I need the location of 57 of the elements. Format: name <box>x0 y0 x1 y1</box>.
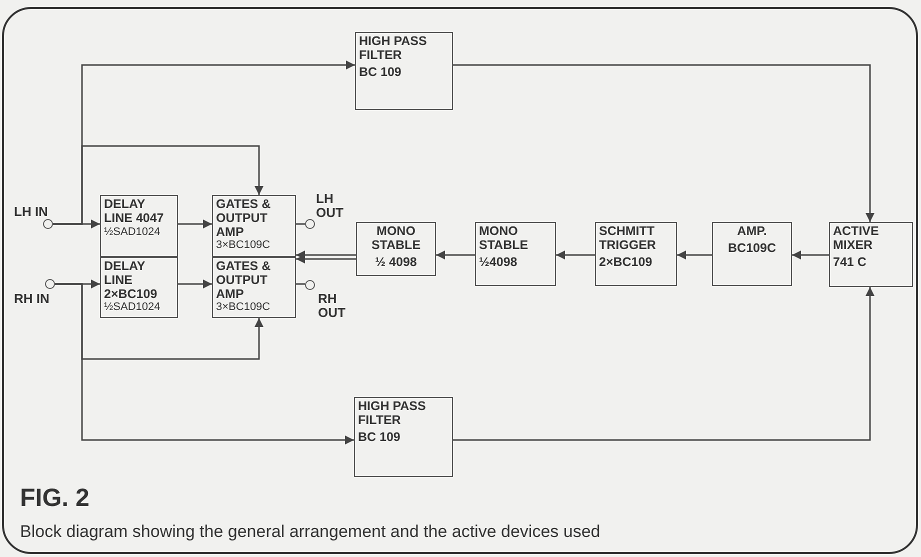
device-label: ½ 4098 <box>374 256 418 270</box>
block-box <box>475 222 556 286</box>
arrow <box>178 280 212 288</box>
arrow <box>677 250 712 260</box>
block-label: HIGH PASS FILTER <box>359 35 428 62</box>
arrow <box>453 64 874 222</box>
terminal-circle <box>305 280 315 290</box>
block-box <box>595 222 677 286</box>
block-box <box>212 195 296 257</box>
terminal-circle <box>43 219 53 229</box>
figure-caption: Block diagram showing the general arrangement and the active devices used <box>20 522 600 542</box>
block-label: DELAY LINE 2×BC109 <box>104 260 158 302</box>
arrow <box>55 283 354 444</box>
terminal-label: LH IN <box>14 205 49 219</box>
block-box <box>356 222 436 276</box>
device-label: ½4098 <box>479 256 518 270</box>
device-label: BC109C <box>727 242 777 256</box>
figure-title: FIG. 2 <box>20 484 90 513</box>
block-box <box>212 257 296 318</box>
block-box <box>354 397 453 477</box>
device-label: BC 109 <box>359 66 402 80</box>
connector-line <box>296 283 305 285</box>
block-box <box>712 222 792 286</box>
block-label: MONO STABLE <box>479 225 530 252</box>
block-box <box>829 222 913 287</box>
device-label: 3×BC109C <box>216 239 272 252</box>
arrow <box>556 250 595 260</box>
block-box <box>100 257 178 318</box>
arrow <box>53 145 264 225</box>
device-label: 3×BC109C <box>216 301 272 314</box>
terminal-circle <box>305 219 315 229</box>
block-label: MONO STABLE <box>370 225 422 252</box>
device-label: ½SAD1024 <box>104 301 162 314</box>
block-label: DELAY LINE 4047 <box>104 198 165 226</box>
arrow <box>436 250 475 260</box>
device-label: 2×BC109 <box>599 256 654 270</box>
block-box <box>100 195 178 257</box>
arrow <box>178 220 212 228</box>
block-label: AMP. <box>736 225 768 239</box>
block-label: GATES & OUTPUT AMP <box>216 198 272 240</box>
arrow <box>792 250 829 260</box>
arrow <box>296 250 356 260</box>
block-box <box>355 32 453 110</box>
block-label: ACTIVE MIXER <box>833 225 880 252</box>
terminal-circle <box>45 279 55 289</box>
block-label: GATES & OUTPUT AMP <box>216 260 272 302</box>
terminal-label: RH IN <box>14 292 50 306</box>
terminal-label: RH OUT <box>318 292 346 320</box>
block-label: SCHMITT TRIGGER <box>599 225 657 252</box>
device-label: ½SAD1024 <box>104 226 162 238</box>
device-label: 741 C <box>833 256 868 270</box>
connector-line <box>296 223 305 225</box>
arrow <box>453 287 874 441</box>
block-label: HIGH PASS FILTER <box>358 400 427 428</box>
device-label: BC 109 <box>358 430 402 444</box>
terminal-label: LH OUT <box>316 192 344 220</box>
arrow <box>296 254 356 264</box>
